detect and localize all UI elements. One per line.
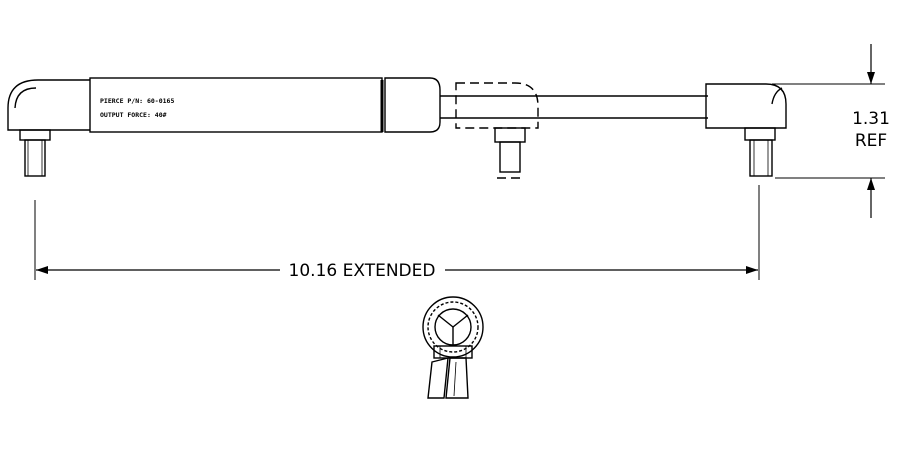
extended-length-text: 10.16 EXTENDED [289,261,436,281]
cylinder-part-number: PIERCE P/N: 60-0165 [100,97,174,105]
end-view-fitting [422,296,484,399]
cylinder-output-force: OUTPUT FORCE: 40# [100,111,167,119]
right-end-fitting [705,83,787,177]
left-end-fitting [7,79,90,177]
ref-label-text: REF [855,131,887,151]
retracted-fitting-phantom [455,82,539,179]
retracted-fitting-stud [494,127,526,173]
cylinder-body [89,77,441,133]
ref-value-text: 1.31 [852,109,890,129]
piston-rod [440,95,708,119]
